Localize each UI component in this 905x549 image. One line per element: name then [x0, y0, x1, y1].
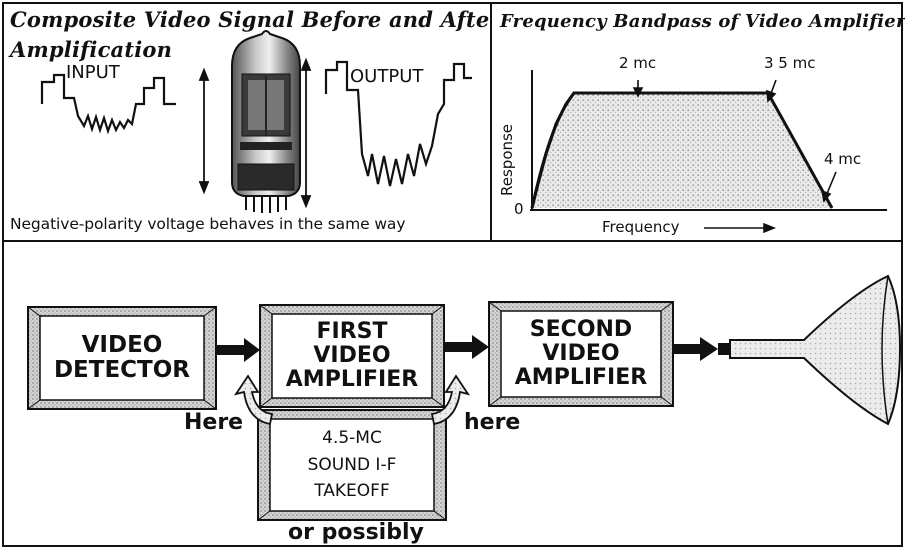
here-right-label: here — [464, 410, 520, 435]
polarity-caption: Negative-polarity voltage behaves in the… — [10, 215, 405, 233]
output-amplitude-arrow — [302, 60, 310, 206]
input-amplitude-arrow — [200, 70, 208, 192]
sound-takeoff-line2: SOUND I-F — [308, 452, 397, 478]
frequency-arrow — [704, 224, 774, 232]
input-label: INPUT — [66, 62, 120, 83]
origin-label: 0 — [514, 200, 524, 218]
label-35mc: 3 5 mc — [764, 54, 815, 72]
label-4mc: 4 mc — [824, 150, 861, 168]
sound-takeoff-line3: TAKEOFF — [308, 478, 397, 504]
passband-area — [532, 93, 832, 208]
label-2mc: 2 mc — [619, 54, 656, 72]
arrow-first-to-second — [444, 335, 489, 359]
arrow-detector-to-first — [216, 338, 260, 362]
second-amplifier-line1: SECOND — [515, 318, 647, 342]
sound-takeoff-line1: 4.5-MC — [308, 425, 397, 451]
vacuum-tube-icon — [232, 31, 300, 213]
bandpass-panel: Frequency Bandpass of Video Amplifiers — [490, 2, 903, 242]
video-detector-line1: VIDEO — [54, 333, 190, 358]
composite-signal-drawing — [4, 4, 494, 244]
here-left-label: Here — [184, 410, 243, 435]
second-amplifier-line3: AMPLIFIER — [515, 366, 647, 390]
first-amplifier-line3: AMPLIFIER — [286, 368, 418, 392]
bandpass-chart — [492, 4, 905, 244]
arrow-second-to-crt — [673, 337, 718, 361]
frequency-axis-label: Frequency — [602, 218, 680, 236]
first-amplifier-line2: VIDEO — [286, 344, 418, 368]
marker-4mc — [822, 172, 836, 201]
video-detector-line2: DETECTOR — [54, 358, 190, 383]
input-waveform — [42, 75, 176, 131]
response-axis-label: Response — [498, 124, 516, 196]
output-label: OUTPUT — [350, 66, 423, 87]
first-amplifier-line1: FIRST — [286, 320, 418, 344]
or-possibly-label: or possibly — [288, 520, 424, 545]
second-amplifier-line2: VIDEO — [515, 342, 647, 366]
picture-tube-icon — [718, 276, 900, 424]
marker-35mc — [767, 80, 776, 101]
composite-signal-panel: Composite Video Signal Before and After … — [2, 2, 492, 242]
